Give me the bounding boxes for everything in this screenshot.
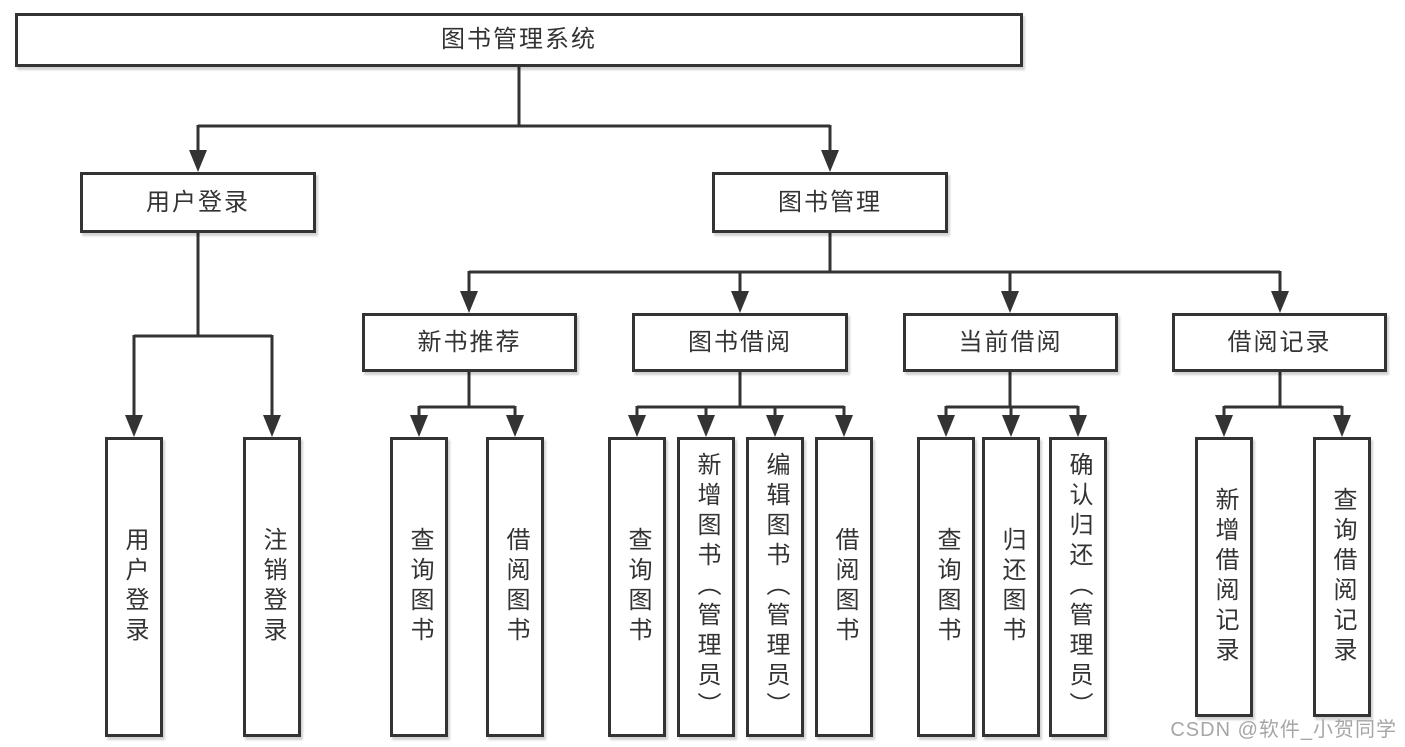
leaf-user-login-label: 用户登录 (121, 527, 148, 647)
leaf-bb-add-books-admin-label: 新增图书（管理员） (693, 452, 720, 722)
leaf-logout: 注销登录 (243, 437, 301, 737)
leaf-cb-confirm-return-admin: 确认归还（管理员） (1049, 437, 1107, 737)
leaf-cb-return-books: 归还图书 (982, 437, 1040, 737)
arrowheads (125, 150, 1351, 437)
node-new-book-recommend: 新书推荐 (362, 313, 577, 372)
leaf-bb-borrow-books: 借阅图书 (815, 437, 873, 737)
leaf-br-query-record-label: 查询借阅记录 (1329, 487, 1356, 667)
leaf-nbr-query-books: 查询图书 (390, 437, 448, 737)
leaf-nbr-borrow-books-label: 借阅图书 (502, 527, 529, 647)
node-book-management-label: 图书管理 (778, 188, 882, 216)
node-book-borrow: 图书借阅 (632, 313, 848, 372)
node-new-book-recommend-label: 新书推荐 (417, 328, 522, 356)
leaf-cb-confirm-return-admin-label: 确认归还（管理员） (1065, 452, 1092, 722)
leaf-br-query-record: 查询借阅记录 (1313, 437, 1371, 717)
leaf-user-login: 用户登录 (105, 437, 163, 737)
leaf-cb-query-books: 查询图书 (917, 437, 975, 737)
leaf-bb-borrow-books-label: 借阅图书 (831, 527, 858, 647)
leaf-nbr-query-books-label: 查询图书 (406, 527, 433, 647)
watermark: CSDN @软件_小贺同学 (1170, 719, 1397, 741)
node-root-label: 图书管理系统 (441, 26, 597, 53)
leaf-cb-return-books-label: 归还图书 (998, 527, 1025, 647)
leaf-bb-query-books: 查询图书 (608, 437, 666, 737)
node-book-borrow-label: 图书借阅 (688, 328, 792, 356)
leaf-bb-add-books-admin: 新增图书（管理员） (677, 437, 735, 737)
node-current-borrow: 当前借阅 (903, 313, 1118, 372)
leaf-logout-label: 注销登录 (259, 527, 286, 647)
node-borrow-records: 借阅记录 (1172, 313, 1387, 372)
node-user-login: 用户登录 (80, 172, 316, 233)
node-borrow-records-label: 借阅记录 (1227, 328, 1332, 356)
node-book-management: 图书管理 (712, 172, 948, 233)
leaf-bb-edit-books-admin: 编辑图书（管理员） (746, 437, 804, 737)
leaf-cb-query-books-label: 查询图书 (933, 527, 960, 647)
node-user-login-label: 用户登录 (146, 188, 250, 216)
leaf-bb-query-books-label: 查询图书 (624, 527, 651, 647)
leaf-br-add-record-label: 新增借阅记录 (1211, 487, 1238, 667)
leaf-br-add-record: 新增借阅记录 (1195, 437, 1253, 717)
node-current-borrow-label: 当前借阅 (958, 328, 1063, 356)
node-root: 图书管理系统 (15, 13, 1023, 67)
leaf-bb-edit-books-admin-label: 编辑图书（管理员） (762, 452, 789, 722)
leaf-nbr-borrow-books: 借阅图书 (486, 437, 544, 737)
